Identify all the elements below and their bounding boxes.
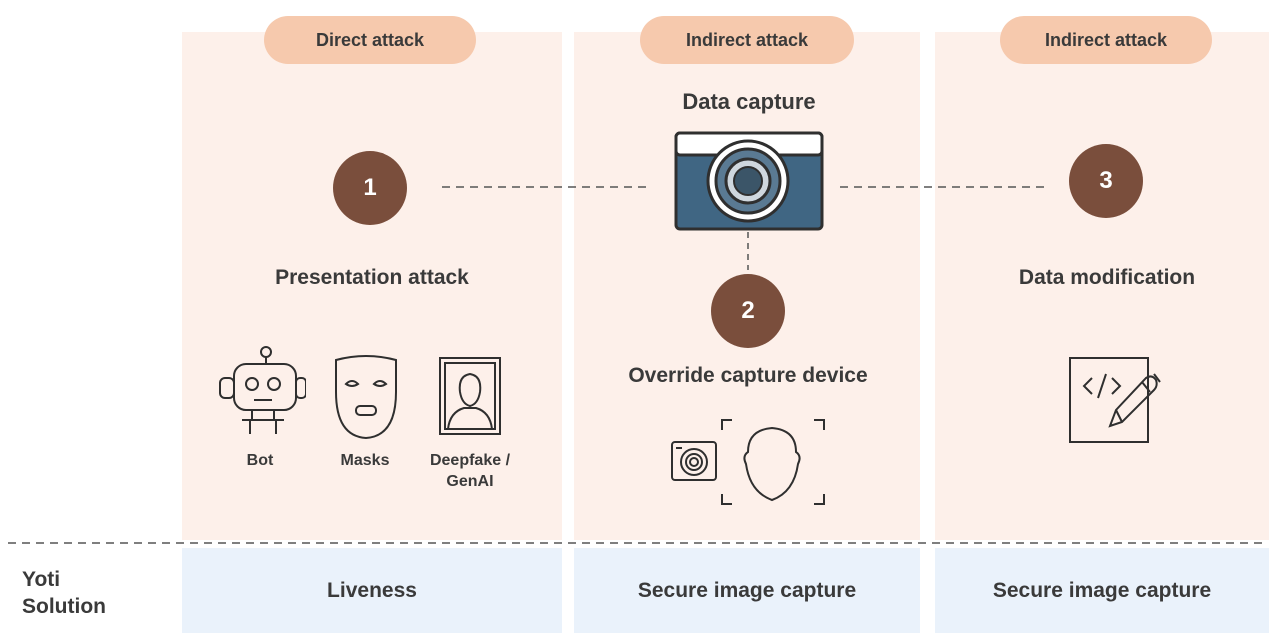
badge-1: 1 — [333, 151, 407, 225]
data-capture-heading: Data capture — [682, 89, 816, 114]
camera-icon — [674, 131, 824, 231]
solution-label-3: Secure image capture — [992, 578, 1212, 602]
tag-indirect-attack-2: Indirect attack — [1000, 16, 1212, 64]
direct-attack-column — [182, 32, 562, 540]
solution-label-2: Secure image capture — [637, 578, 857, 602]
portrait-icon — [439, 357, 501, 435]
robot-icon — [219, 346, 306, 434]
solution-secure-capture-2: Secure image capture — [935, 548, 1269, 633]
data-modification-title: Data modification — [1018, 266, 1196, 289]
tag-indirect-attack-1: Indirect attack — [640, 16, 854, 64]
face-capture-icon — [671, 419, 825, 505]
badge-3: 3 — [1069, 144, 1143, 218]
tag-direct-attack: Direct attack — [264, 16, 476, 64]
code-edit-icon — [1069, 357, 1161, 443]
presentation-attack-title: Presentation attack — [275, 266, 469, 289]
solution-label-1: Liveness — [327, 578, 417, 602]
mask-icon — [335, 355, 397, 440]
data-modification-column — [935, 32, 1269, 540]
badge-2: 2 — [711, 274, 785, 348]
solution-liveness: Liveness — [182, 548, 562, 633]
attack-label-deepfake: Deepfake /GenAI — [429, 452, 511, 490]
solution-secure-capture-1: Secure image capture — [574, 548, 920, 633]
attack-label-masks: Masks — [340, 452, 390, 469]
override-capture-title: Override capture device — [628, 364, 868, 387]
attack-label-bot: Bot — [246, 452, 274, 469]
